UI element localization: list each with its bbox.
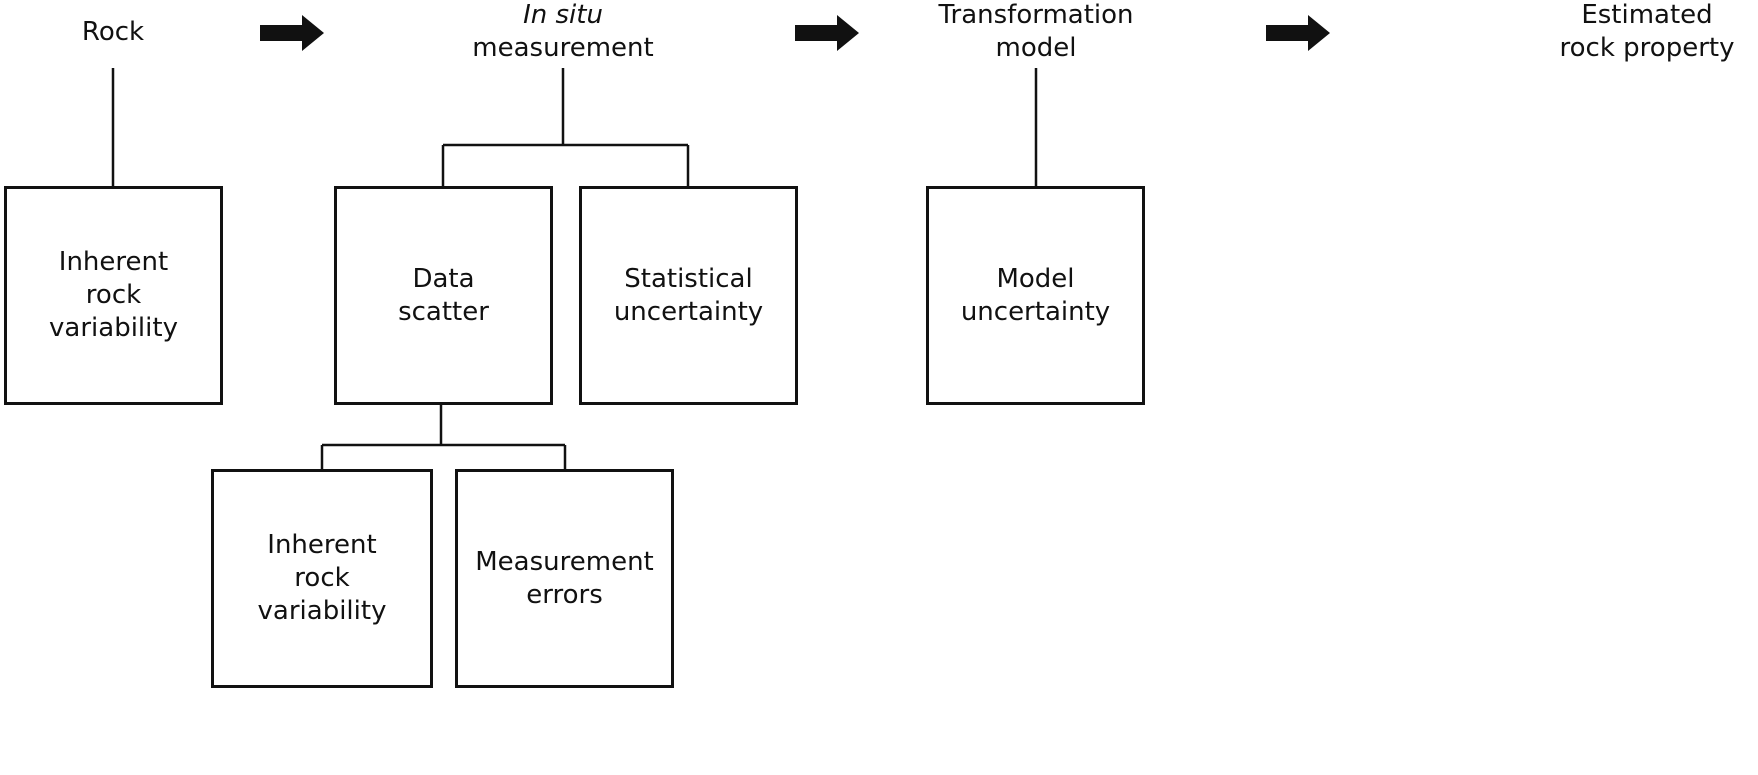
box-data-scatter-text: Data scatter (398, 263, 489, 329)
stage-transformation-line-2: model (995, 33, 1077, 63)
stage-transformation-line-1: Transformation (938, 0, 1134, 30)
box-inherent-top-line-2: rock (85, 280, 142, 310)
box-measurement-errors-text: Measurement errors (475, 546, 654, 612)
box-data-scatter: Data scatter (334, 186, 553, 405)
box-inherent-top-line-3: variability (49, 313, 178, 343)
box-statistical-line-1: Statistical (624, 263, 753, 294)
stage-estimated: Estimated rock property (1560, 0, 1735, 65)
stage-in-situ-line-1: measurement (472, 33, 654, 63)
box-data-scatter-line-1: Data (412, 263, 475, 294)
arrow-rock-to-insitu (260, 15, 324, 51)
box-inherent-bottom-line-1: Inherent (267, 530, 377, 560)
box-inherent-top-line-1: Inherent (58, 247, 169, 277)
box-measurement-errors-line-2: errors (526, 579, 603, 610)
box-model-text: Model uncertainty (961, 263, 1110, 329)
stage-estimated-line-2: rock property (1559, 33, 1735, 63)
box-inherent-top-text: Inherent rock variability (49, 246, 178, 345)
box-statistical-text: Statistical uncertainty (614, 263, 763, 329)
box-inherent-bottom-line-2: rock (294, 563, 350, 593)
box-statistical-line-2: uncertainty (613, 296, 764, 327)
arrow-transformation-to-estimated (1266, 15, 1330, 51)
box-model-line-1: Model (996, 263, 1075, 294)
stage-rock-line-1: Rock (81, 17, 145, 47)
box-model-uncertainty: Model uncertainty (926, 186, 1145, 405)
stage-in-situ: In situ measurement (472, 0, 653, 65)
stage-estimated-line-1: Estimated (1581, 0, 1713, 30)
arrow-insitu-to-transformation (795, 15, 859, 51)
box-inherent-bottom-line-3: variability (257, 596, 387, 626)
box-inherent-rock-variability-top: Inherent rock variability (4, 186, 223, 405)
stage-rock: Rock (82, 16, 144, 49)
box-inherent-rock-variability-bottom: Inherent rock variability (211, 469, 433, 688)
box-measurement-errors-line-1: Measurement (475, 546, 654, 577)
box-measurement-errors: Measurement errors (455, 469, 674, 688)
box-model-line-2: uncertainty (960, 296, 1111, 327)
stage-transformation: Transformation model (938, 0, 1133, 65)
box-inherent-bottom-text: Inherent rock variability (258, 529, 387, 628)
box-data-scatter-line-2: scatter (398, 296, 489, 327)
stage-in-situ-italic: In situ (523, 0, 603, 30)
box-statistical-uncertainty: Statistical uncertainty (579, 186, 798, 405)
